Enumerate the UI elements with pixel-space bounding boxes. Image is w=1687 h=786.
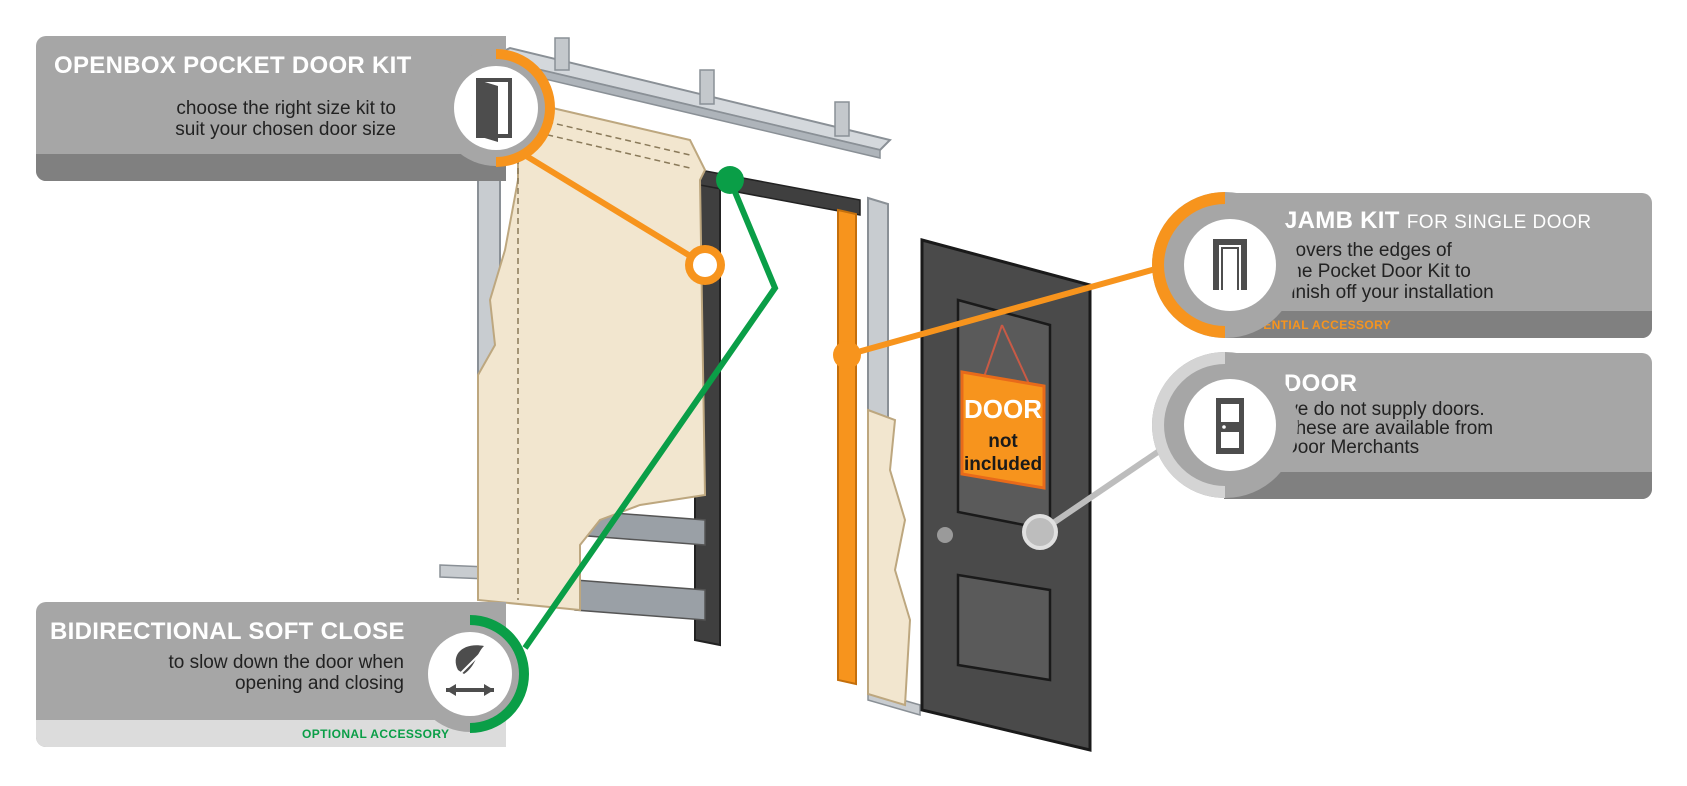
door-frame-icon <box>1152 192 1298 338</box>
callout-footer <box>36 720 506 747</box>
door-not-included-sign: DOOR not included <box>960 324 1046 490</box>
door-title: DOOR <box>1284 370 1358 397</box>
door-closed-icon <box>1152 352 1298 498</box>
jamb-kit-subtitle: FOR SINGLE DOOR <box>1406 212 1592 233</box>
sign-line-2: not <box>988 431 1018 452</box>
jamb-kit-piece <box>837 208 857 686</box>
leader-dots <box>685 166 1058 550</box>
soft-close-description: to slow down the door when opening and c… <box>168 652 404 694</box>
feather-arrows-icon <box>412 615 529 733</box>
jamb-kit-description: covers the edges of the Pocket Door Kit … <box>1286 240 1494 303</box>
callout-footer <box>36 154 506 181</box>
callout-pocket-door-kit <box>36 36 506 181</box>
door <box>920 238 1092 752</box>
leader-lines <box>498 137 1171 650</box>
optional-accessory-badge: OPTIONAL ACCESSORY <box>302 727 450 741</box>
essential-accessory-badge: ESSENTIAL ACCESSORY <box>1238 318 1392 332</box>
callout-footer <box>1224 311 1652 338</box>
sign-line-1: DOOR <box>964 394 1042 424</box>
door-description: we do not supply doors. These are availa… <box>1284 399 1494 458</box>
pocket-kit-title: OPENBOX POCKET DOOR KIT <box>54 52 412 79</box>
jamb-kit-title-main: JAMB KIT <box>1284 207 1400 234</box>
top-track <box>487 37 892 159</box>
callout-footer <box>1224 472 1652 499</box>
sign-line-3: included <box>964 454 1042 475</box>
pocket-kit-description: choose the right size kit to suit your c… <box>175 98 396 140</box>
soft-close-title: BIDIRECTIONAL SOFT CLOSE <box>50 618 405 645</box>
jamb-kit-title: JAMB KIT FOR SINGLE DOOR <box>1284 207 1592 235</box>
plasterboard-right <box>867 408 912 707</box>
door-open-icon <box>438 49 555 167</box>
